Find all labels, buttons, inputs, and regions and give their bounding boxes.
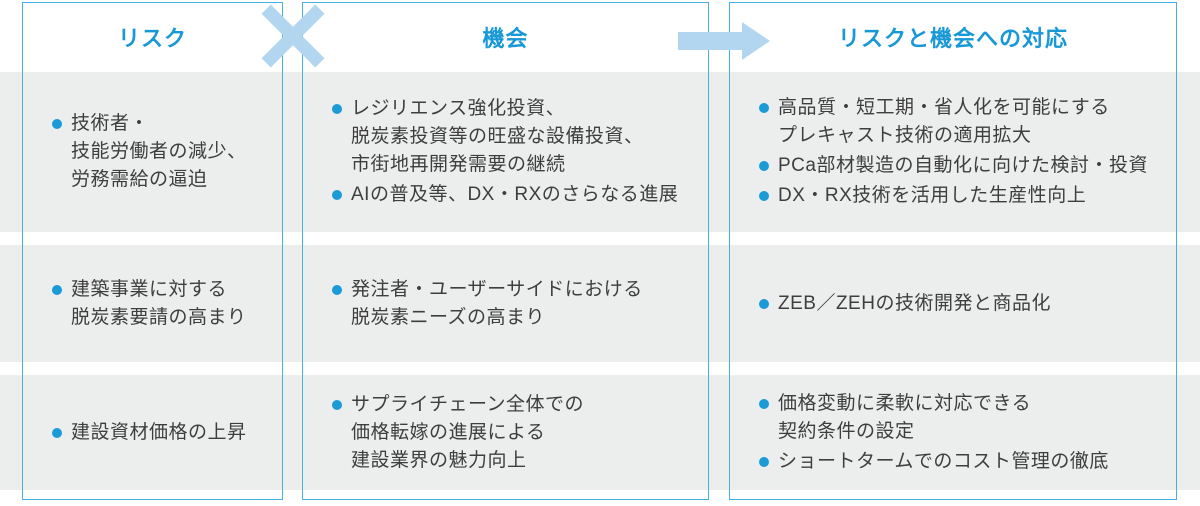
row-band-3	[0, 375, 1200, 490]
bullet-item: ZEB／ZEHの技術開発と商品化	[759, 290, 1171, 318]
bullet-dot-icon	[759, 298, 769, 309]
bullet-dot-icon	[52, 119, 62, 129]
arrow-right-icon	[678, 22, 770, 60]
bullet-text: DX・RX技術を活用した生産性向上	[778, 185, 1087, 206]
cell-risk-row2: 建築事業に対する脱炭素要請の高まり	[22, 245, 283, 362]
column-box-risk: リスク	[22, 2, 283, 500]
column-box-opportunity: 機会	[302, 2, 709, 500]
bullet-dot-icon	[332, 399, 342, 410]
cell-opportunity-row1: レジリエンス強化投資、脱炭素投資等の旺盛な設備投資、市街地再開発需要の継続 AIの…	[302, 72, 709, 232]
bullet-dot-icon	[759, 456, 769, 467]
cell-opportunity-row3: サプライチェーン全体での価格転嫁の進展による建設業界の魅力向上	[302, 375, 709, 490]
cell-response-row1: 高品質・短工期・省人化を可能にするプレキャスト技術の適用拡大 PCa部材製造の自動…	[729, 72, 1177, 232]
bullet-text: PCa部材製造の自動化に向けた検討・投資	[778, 155, 1148, 176]
column-box-response: リスクと機会への対応	[729, 2, 1177, 500]
arrow-shaft	[678, 32, 742, 50]
bullet-item: 建設資材価格の上昇	[52, 419, 277, 447]
bullet-item: 建築事業に対する脱炭素要請の高まり	[52, 276, 277, 332]
bullet-text: 高品質・短工期・省人化を可能にするプレキャスト技術の適用拡大	[778, 97, 1110, 146]
bullet-dot-icon	[759, 398, 769, 409]
bullet-dot-icon	[759, 191, 769, 201]
cross-icon	[260, 3, 325, 68]
cell-opportunity-row2: 発注者・ユーザーサイドにおける脱炭素ニーズの高まり	[302, 245, 709, 362]
bullet-dot-icon	[52, 427, 62, 438]
column-header-opportunity: 機会	[482, 26, 529, 51]
row-band-1	[0, 72, 1200, 232]
bullet-dot-icon	[332, 190, 342, 200]
bullet-text: ショートタームでのコスト管理の徹底	[778, 450, 1109, 472]
cell-risk-row3: 建設資材価格の上昇	[22, 375, 283, 490]
bullet-item: レジリエンス強化投資、脱炭素投資等の旺盛な設備投資、市街地再開発需要の継続	[332, 95, 703, 179]
cell-response-row2: ZEB／ZEHの技術開発と商品化	[729, 245, 1177, 362]
bullet-text: サプライチェーン全体での価格転嫁の進展による建設業界の魅力向上	[351, 393, 585, 471]
bullet-item: PCa部材製造の自動化に向けた検討・投資	[759, 152, 1171, 180]
bullet-dot-icon	[52, 284, 62, 295]
bullet-text: 建設資材価格の上昇	[71, 421, 247, 443]
bullet-text: ZEB／ZEHの技術開発と商品化	[778, 292, 1051, 314]
bullet-item: 高品質・短工期・省人化を可能にするプレキャスト技術の適用拡大	[759, 94, 1171, 150]
arrow-head	[742, 22, 770, 60]
bullet-text: 建築事業に対する脱炭素要請の高まり	[71, 278, 247, 328]
bullet-item: 発注者・ユーザーサイドにおける脱炭素ニーズの高まり	[332, 276, 703, 332]
row-band-2	[0, 245, 1200, 362]
bullet-item: サプライチェーン全体での価格転嫁の進展による建設業界の魅力向上	[332, 391, 703, 475]
column-header-response: リスクと機会への対応	[837, 26, 1068, 51]
column-header-risk: リスク	[117, 26, 187, 51]
bullet-dot-icon	[759, 161, 769, 171]
cell-response-row3: 価格変動に柔軟に対応できる契約条件の設定ショートタームでのコスト管理の徹底	[729, 375, 1177, 490]
bullet-text: 価格変動に柔軟に対応できる契約条件の設定	[778, 392, 1032, 442]
bullet-item: 技術者・技能労働者の減少、労務需給の逼迫	[52, 110, 277, 194]
bullet-text: レジリエンス強化投資、脱炭素投資等の旺盛な設備投資、市街地再開発需要の継続	[351, 98, 644, 175]
bullet-item: ショートタームでのコスト管理の徹底	[759, 448, 1171, 476]
bullet-item: DX・RX技術を活用した生産性向上	[759, 182, 1171, 210]
bullet-dot-icon	[332, 104, 342, 114]
bullet-dot-icon	[759, 103, 769, 113]
cell-risk-row1: 技術者・技能労働者の減少、労務需給の逼迫	[22, 72, 283, 232]
bullet-dot-icon	[332, 284, 342, 295]
bullet-text: AIの普及等、DX・RXのさらなる進展	[351, 184, 679, 205]
bullet-text: 発注者・ユーザーサイドにおける脱炭素ニーズの高まり	[351, 278, 643, 328]
bullet-text: 技術者・技能労働者の減少、労務需給の逼迫	[71, 113, 247, 190]
bullet-item: 価格変動に柔軟に対応できる契約条件の設定	[759, 390, 1171, 446]
bullet-item: AIの普及等、DX・RXのさらなる進展	[332, 181, 703, 209]
